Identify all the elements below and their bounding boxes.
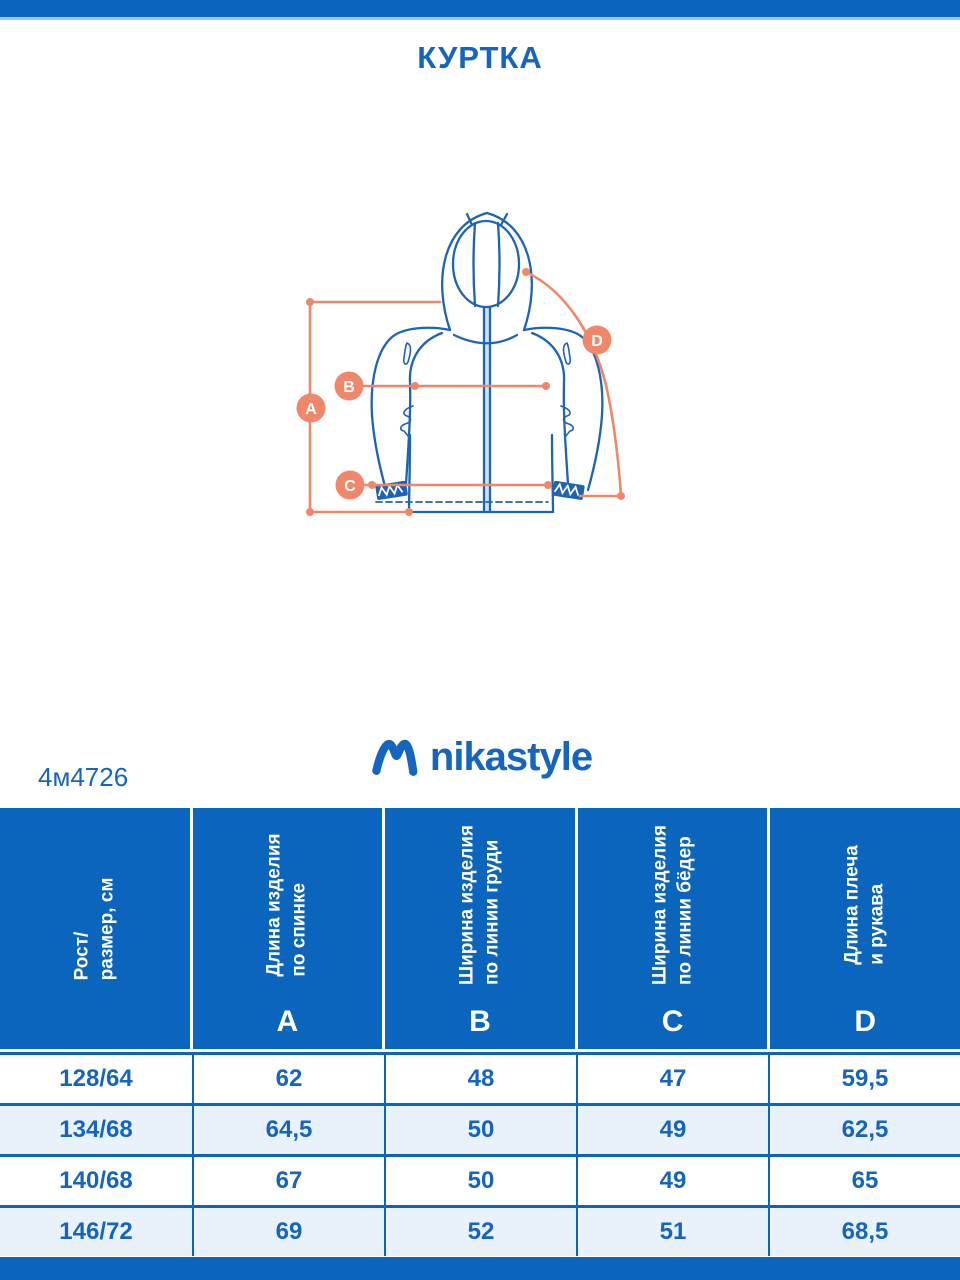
header-label: Рост/ размер, см xyxy=(71,877,117,980)
header-cell-b: Ширина изделия по линии груди B xyxy=(385,808,575,1049)
badge-a-label: A xyxy=(305,401,317,418)
value-cell-a: 69 xyxy=(192,1208,384,1256)
badge-d-label: D xyxy=(591,333,603,350)
size-cell: 146/72 xyxy=(59,1218,133,1245)
value-cell-d: 68,5 xyxy=(768,1208,960,1256)
value-cell-d: 65 xyxy=(768,1157,960,1205)
value-cell-a: 67 xyxy=(192,1157,384,1205)
header-label: Длина плеча и рукава xyxy=(841,844,888,965)
brand-name: nikastyle xyxy=(429,734,593,779)
value-cell-a: 62 xyxy=(192,1055,384,1103)
table-row: 134/68 64,5 50 49 62,5 xyxy=(0,1103,960,1154)
jacket-measurement-diagram: A B C D xyxy=(280,180,680,540)
header-letter: D xyxy=(854,1005,877,1038)
header-cell-d: Длина плеча и рукава D xyxy=(770,808,960,1049)
value-cell-c: 51 xyxy=(576,1208,768,1256)
article-number: 4м4726 xyxy=(38,762,129,792)
value-cell-c: 49 xyxy=(576,1106,768,1154)
top-accent-bar xyxy=(0,0,960,20)
size-cell: 128/64 xyxy=(59,1065,133,1092)
value-cell-b: 50 xyxy=(384,1157,576,1205)
value-cell-b: 50 xyxy=(384,1106,576,1154)
header-cell-size: Рост/ размер, см xyxy=(0,808,190,1049)
wave-m-icon xyxy=(372,739,418,776)
bottom-accent-bar xyxy=(0,1257,960,1280)
value-cell-b: 48 xyxy=(384,1055,576,1103)
size-cell: 140/68 xyxy=(59,1167,133,1194)
badge-c xyxy=(335,470,365,500)
header-letter: B xyxy=(469,1005,491,1038)
jacket-outline xyxy=(370,211,604,514)
size-table: Рост/ размер, см Длина изделия по спинке… xyxy=(0,808,960,1256)
table-row: 146/72 69 52 51 68,5 xyxy=(0,1205,960,1256)
badge-b xyxy=(334,371,364,401)
value-cell-c: 47 xyxy=(576,1055,768,1103)
table-row: 128/64 62 48 47 59,5 xyxy=(0,1052,960,1103)
value-cell-d: 59,5 xyxy=(768,1055,960,1103)
header-cell-c: Ширина изделия по линии бёдер C xyxy=(577,808,768,1049)
header-label: Ширина изделия по линии груди xyxy=(456,824,502,985)
header-letter: C xyxy=(661,1005,684,1038)
value-cell-b: 52 xyxy=(384,1208,576,1256)
jacket-drawing-svg: A B C D xyxy=(296,211,625,516)
header-label: Ширина изделия по линии бёдер xyxy=(648,824,695,985)
badge-d xyxy=(582,325,612,355)
table-row: 140/68 67 50 49 65 xyxy=(0,1154,960,1205)
badge-a xyxy=(296,393,326,423)
value-cell-a: 64,5 xyxy=(192,1106,384,1154)
value-cell-c: 49 xyxy=(576,1157,768,1205)
value-cell-d: 62,5 xyxy=(768,1106,960,1154)
measurement-dots xyxy=(306,268,625,516)
header-label: Длина изделия по спинке xyxy=(263,832,310,977)
brand-logo: nikastyle xyxy=(0,731,960,783)
measurement-badges: A B C D xyxy=(296,325,612,500)
zipper-fill xyxy=(484,308,490,512)
size-table-header: Рост/ размер, см Длина изделия по спинке… xyxy=(0,808,960,1049)
right-cuff-ribbing xyxy=(552,480,585,500)
badge-b-label: B xyxy=(343,379,355,396)
size-cell: 134/68 xyxy=(59,1116,133,1143)
header-cell-a: Длина изделия по спинке A xyxy=(192,808,383,1049)
measurement-lines xyxy=(308,270,623,514)
badge-c-label: C xyxy=(344,478,356,495)
header-letter: A xyxy=(276,1005,299,1038)
page-title: КУРТКА xyxy=(417,40,543,75)
left-cuff-ribbing xyxy=(375,480,408,500)
